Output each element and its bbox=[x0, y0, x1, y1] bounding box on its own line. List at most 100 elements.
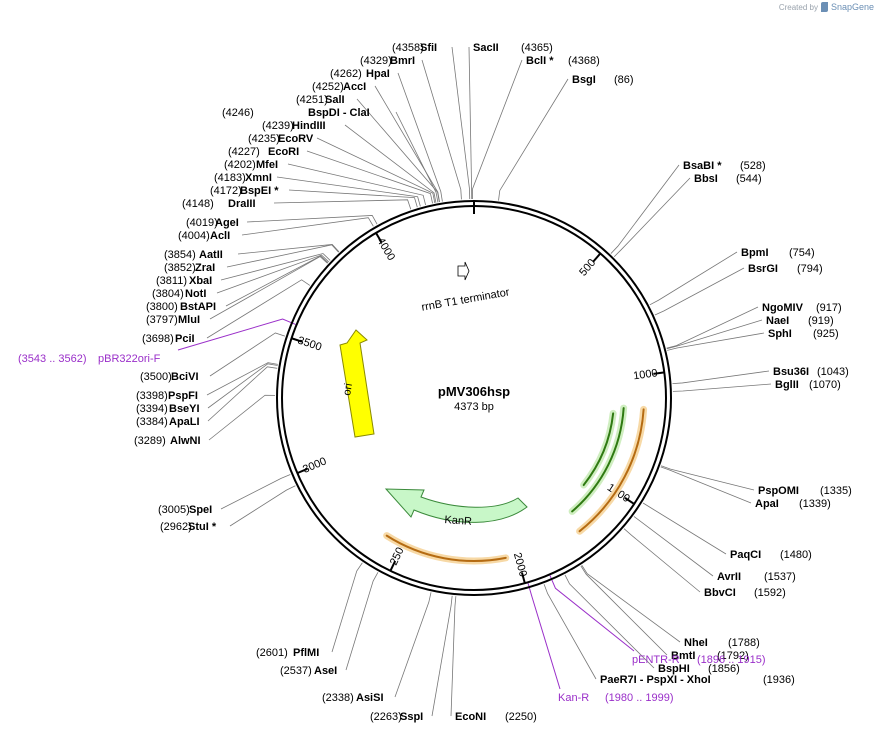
site-label-bsphi[interactable]: BspHI(1856) bbox=[658, 663, 740, 675]
site-name: PflMI bbox=[293, 647, 319, 659]
site-label-sacii[interactable]: SacII(4365) bbox=[473, 42, 553, 54]
site-label-ngomiv[interactable]: NgoMIV(917) bbox=[762, 302, 842, 314]
site-position: (1480) bbox=[780, 549, 812, 561]
orange-arc-bottom bbox=[385, 534, 507, 562]
site-label-alwni[interactable]: (3289)AlwNI bbox=[134, 435, 201, 447]
site-name: NgoMIV bbox=[762, 302, 804, 314]
site-labels: (4358)SfiI(4329)BmrI(4262)HpaI(4252)AccI… bbox=[18, 42, 852, 723]
site-label-bbsi[interactable]: BbsI(544) bbox=[694, 173, 762, 185]
site-label-mfei[interactable]: (4202)MfeI bbox=[224, 159, 278, 171]
site-label-bsgi[interactable]: BsgI(86) bbox=[572, 74, 634, 86]
site-label-avrii[interactable]: AvrII(1537) bbox=[717, 571, 796, 583]
site-label-econi[interactable]: EcoNI(2250) bbox=[455, 711, 537, 723]
site-label-pspomi[interactable]: PspOMI(1335) bbox=[758, 485, 852, 497]
scale-tick bbox=[520, 572, 526, 584]
site-label-naei[interactable]: NaeI(919) bbox=[766, 315, 834, 327]
site-label-pspfi[interactable]: (3398)PspFI bbox=[136, 390, 198, 402]
primer-name: pENTR-R bbox=[632, 654, 680, 666]
site-label-pflmi[interactable]: (2601)PflMI bbox=[256, 647, 319, 659]
site-label-bmti[interactable]: BmtI(1792) bbox=[671, 650, 749, 662]
site-label-bstapi[interactable]: (3800)BstAPI bbox=[146, 301, 216, 313]
site-label-hindiii[interactable]: (4239)HindIII bbox=[262, 120, 326, 132]
site-label-draiii[interactable]: (4148)DraIII bbox=[182, 198, 256, 210]
site-label-apali[interactable]: (3384)ApaLI bbox=[136, 416, 200, 428]
site-label-noti[interactable]: (3804)NotI bbox=[152, 288, 206, 300]
site-name: HpaI bbox=[366, 68, 390, 80]
site-label-asei[interactable]: (2537)AseI bbox=[280, 665, 337, 677]
site-name: PspFI bbox=[168, 390, 198, 402]
kanr-feature[interactable] bbox=[384, 488, 528, 523]
leader-line bbox=[642, 502, 727, 555]
site-position: (3698) bbox=[142, 333, 174, 345]
primer-kan-r[interactable]: Kan-R(1980 .. 1999) bbox=[558, 692, 674, 704]
site-label-bcivi[interactable]: (3500)BciVI bbox=[140, 371, 199, 383]
leader-line bbox=[276, 176, 421, 207]
ori-label: ori bbox=[341, 382, 355, 396]
site-label-agei[interactable]: (4019)AgeI bbox=[186, 217, 239, 229]
leader-line bbox=[206, 279, 311, 339]
site-label-nhei[interactable]: NheI(1788) bbox=[684, 637, 760, 649]
site-label-acli[interactable]: (4004)AclI bbox=[178, 230, 230, 242]
site-label-bspei[interactable]: (4172)BspEI * bbox=[210, 185, 279, 197]
site-label-bspdi-clai[interactable]: (4246)BspDI - ClaI bbox=[222, 107, 370, 119]
leader-line bbox=[226, 244, 339, 268]
scale-tick bbox=[592, 252, 602, 263]
site-position: (4329) bbox=[360, 55, 392, 67]
credit-brand: SnapGene bbox=[830, 2, 874, 12]
site-position: (4148) bbox=[182, 198, 214, 210]
feature-arcs bbox=[383, 404, 648, 565]
site-name: AatII bbox=[199, 249, 223, 261]
site-label-apai[interactable]: ApaI(1339) bbox=[755, 498, 831, 510]
leader-line bbox=[220, 474, 291, 510]
site-name: BspHI bbox=[658, 663, 690, 675]
site-label-bsu36i[interactable]: Bsu36I(1043) bbox=[773, 366, 849, 378]
site-label-bcli[interactable]: BclI *(4368) bbox=[526, 55, 600, 67]
leader-line bbox=[273, 199, 412, 210]
site-name: AclI bbox=[210, 230, 230, 242]
site-label-xbai[interactable]: (3811)XbaI bbox=[156, 275, 212, 287]
primer-pentr-r[interactable]: pENTR-R(1896 .. 1915) bbox=[632, 654, 766, 666]
site-label-zrai[interactable]: (3852)ZraI bbox=[164, 262, 215, 274]
green-arc-inner-glow bbox=[580, 409, 617, 489]
primer-pbr322ori-f[interactable]: pBR322ori-F(3543 .. 3562) bbox=[18, 353, 161, 365]
site-label-hpai[interactable]: (4262)HpaI bbox=[330, 68, 390, 80]
site-label-mlui[interactable]: (3797)MluI bbox=[146, 314, 200, 326]
site-label-bmri[interactable]: (4329)BmrI bbox=[360, 55, 415, 67]
scale-tick bbox=[296, 467, 308, 475]
site-label-pcii[interactable]: (3698)PciI bbox=[142, 333, 195, 345]
site-label-sspi[interactable]: (2263)SspI bbox=[370, 711, 423, 723]
leader-line bbox=[356, 98, 440, 203]
plasmid-size: 4373 bp bbox=[454, 401, 494, 413]
site-label-asisi[interactable]: (2338)AsiSI bbox=[322, 692, 384, 704]
site-label-aatii[interactable]: (3854)AatII bbox=[164, 249, 223, 261]
site-label-xmni[interactable]: (4183)XmnI bbox=[214, 172, 272, 184]
site-label-bglii[interactable]: BglII(1070) bbox=[775, 379, 841, 391]
leader-line bbox=[431, 595, 453, 717]
leader-line bbox=[225, 255, 329, 307]
site-label-paqci[interactable]: PaqCI(1480) bbox=[730, 549, 812, 561]
site-label-sphi[interactable]: SphI(925) bbox=[768, 328, 839, 340]
site-name: ApaI bbox=[755, 498, 779, 510]
site-label-bsrgi[interactable]: BsrGI(794) bbox=[748, 263, 823, 275]
site-label-bseyi[interactable]: (3394)BseYI bbox=[136, 403, 200, 415]
site-label-bpmi[interactable]: BpmI(754) bbox=[741, 247, 815, 259]
site-label-bbvci[interactable]: BbvCI(1592) bbox=[704, 587, 786, 599]
site-label-sfii[interactable]: (4358)SfiI bbox=[392, 42, 437, 54]
site-label-spei[interactable]: (3005)SpeI bbox=[158, 504, 212, 516]
rrnb-terminator-feature[interactable] bbox=[457, 261, 470, 281]
leader-line bbox=[395, 111, 439, 203]
site-position: (4368) bbox=[568, 55, 600, 67]
green-arc-inner bbox=[582, 412, 615, 487]
ori-feature[interactable] bbox=[339, 329, 375, 438]
leader-line bbox=[450, 596, 457, 717]
site-label-ecori[interactable]: (4227)EcoRI bbox=[228, 146, 299, 158]
site-name: ApaLI bbox=[169, 416, 200, 428]
site-label-paer7i-pspxi-xhoi[interactable]: PaeR7I - PspXI - XhoI(1936) bbox=[600, 674, 795, 686]
primer-leader bbox=[549, 575, 635, 652]
site-label-sali[interactable]: (4251)SalI bbox=[296, 94, 345, 106]
site-label-acci[interactable]: (4252)AccI bbox=[312, 81, 366, 93]
site-label-stui[interactable]: (2962)StuI * bbox=[160, 521, 217, 533]
site-name: MluI bbox=[178, 314, 200, 326]
site-label-ecorv[interactable]: (4235)EcoRV bbox=[248, 133, 314, 145]
site-label-bsabi[interactable]: BsaBI *(528) bbox=[683, 160, 766, 172]
